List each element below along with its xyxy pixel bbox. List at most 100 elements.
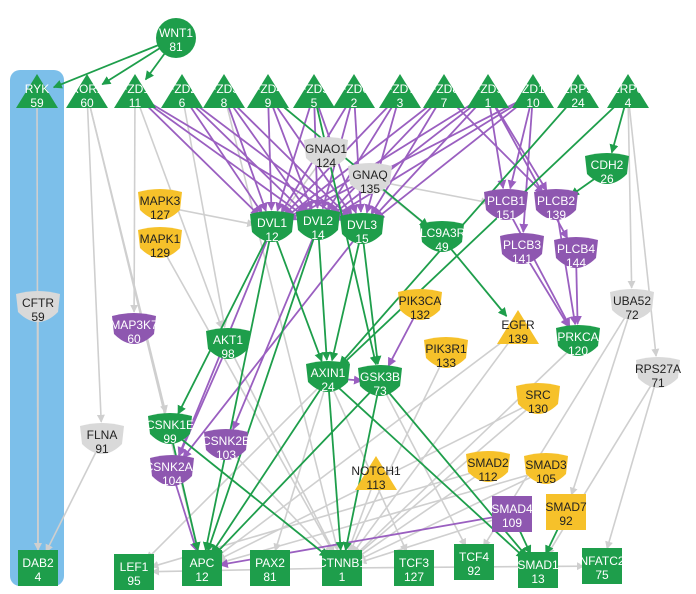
node-fzd3-value: 8	[221, 96, 228, 110]
node-pik3ca-shape	[398, 289, 442, 320]
edge-csnk2b-ctnnb1	[225, 445, 331, 556]
node-rps27a-label: RPS27A	[635, 362, 681, 376]
node-smad2-shape	[466, 451, 510, 482]
edge-fzd10-dvl3	[375, 93, 534, 220]
edge-fzd7-dvl2	[326, 93, 401, 212]
node-gnao1-value: 124	[316, 156, 336, 170]
edge-fzd9-dvl2	[331, 93, 489, 216]
node-fzd8-shape	[423, 74, 465, 108]
node-map3k7-label: MAP3K7	[110, 318, 158, 332]
node-dvl2-shape	[296, 209, 340, 240]
node-tcf4-label: TCF4	[459, 550, 489, 564]
node-fzd9-label: FZD9	[473, 82, 503, 96]
node-gnaq-shape	[348, 163, 392, 194]
node-uba52-value: 72	[625, 308, 639, 322]
node-axin1-label: AXIN1	[311, 366, 346, 380]
node-egfr-value: 139	[508, 332, 528, 346]
edge-dvl1-apc	[202, 227, 273, 552]
node-fzd10-value: 10	[526, 96, 540, 110]
node-rps27a-value: 71	[651, 376, 665, 390]
node-gsk3b-value: 73	[373, 384, 387, 398]
edge-dvl2-axin1	[317, 225, 331, 361]
node-plcb1-label: PLCB1	[487, 194, 525, 208]
node-slc9a3r1-shape	[420, 221, 464, 252]
node-csnk2a1-value: 104	[162, 474, 182, 488]
node-pik3r1-shape	[424, 337, 468, 368]
node-wnt1-label: WNT1	[159, 26, 193, 40]
node-gnao1-shape	[304, 137, 348, 168]
node-slc9a3r1-value: 49	[435, 240, 449, 254]
edge-fzd8-dvl1	[285, 93, 445, 218]
node-plcb3-value: 141	[512, 252, 532, 266]
node-gnaq-value: 135	[360, 182, 380, 196]
node-cftr-value: 59	[31, 310, 45, 324]
edge-lrp6-axin1	[340, 93, 629, 367]
edge-akt1-csnk2a1	[178, 344, 229, 457]
node-csnk2b-value: 103	[216, 448, 236, 462]
node-plcb1-shape	[484, 189, 528, 220]
node-egfr-label: EGFR	[501, 318, 535, 332]
node-csnk2a1-shape	[150, 455, 194, 486]
node-smad7-label: SMAD7	[545, 500, 587, 514]
node-fzd8-value: 7	[441, 96, 448, 110]
